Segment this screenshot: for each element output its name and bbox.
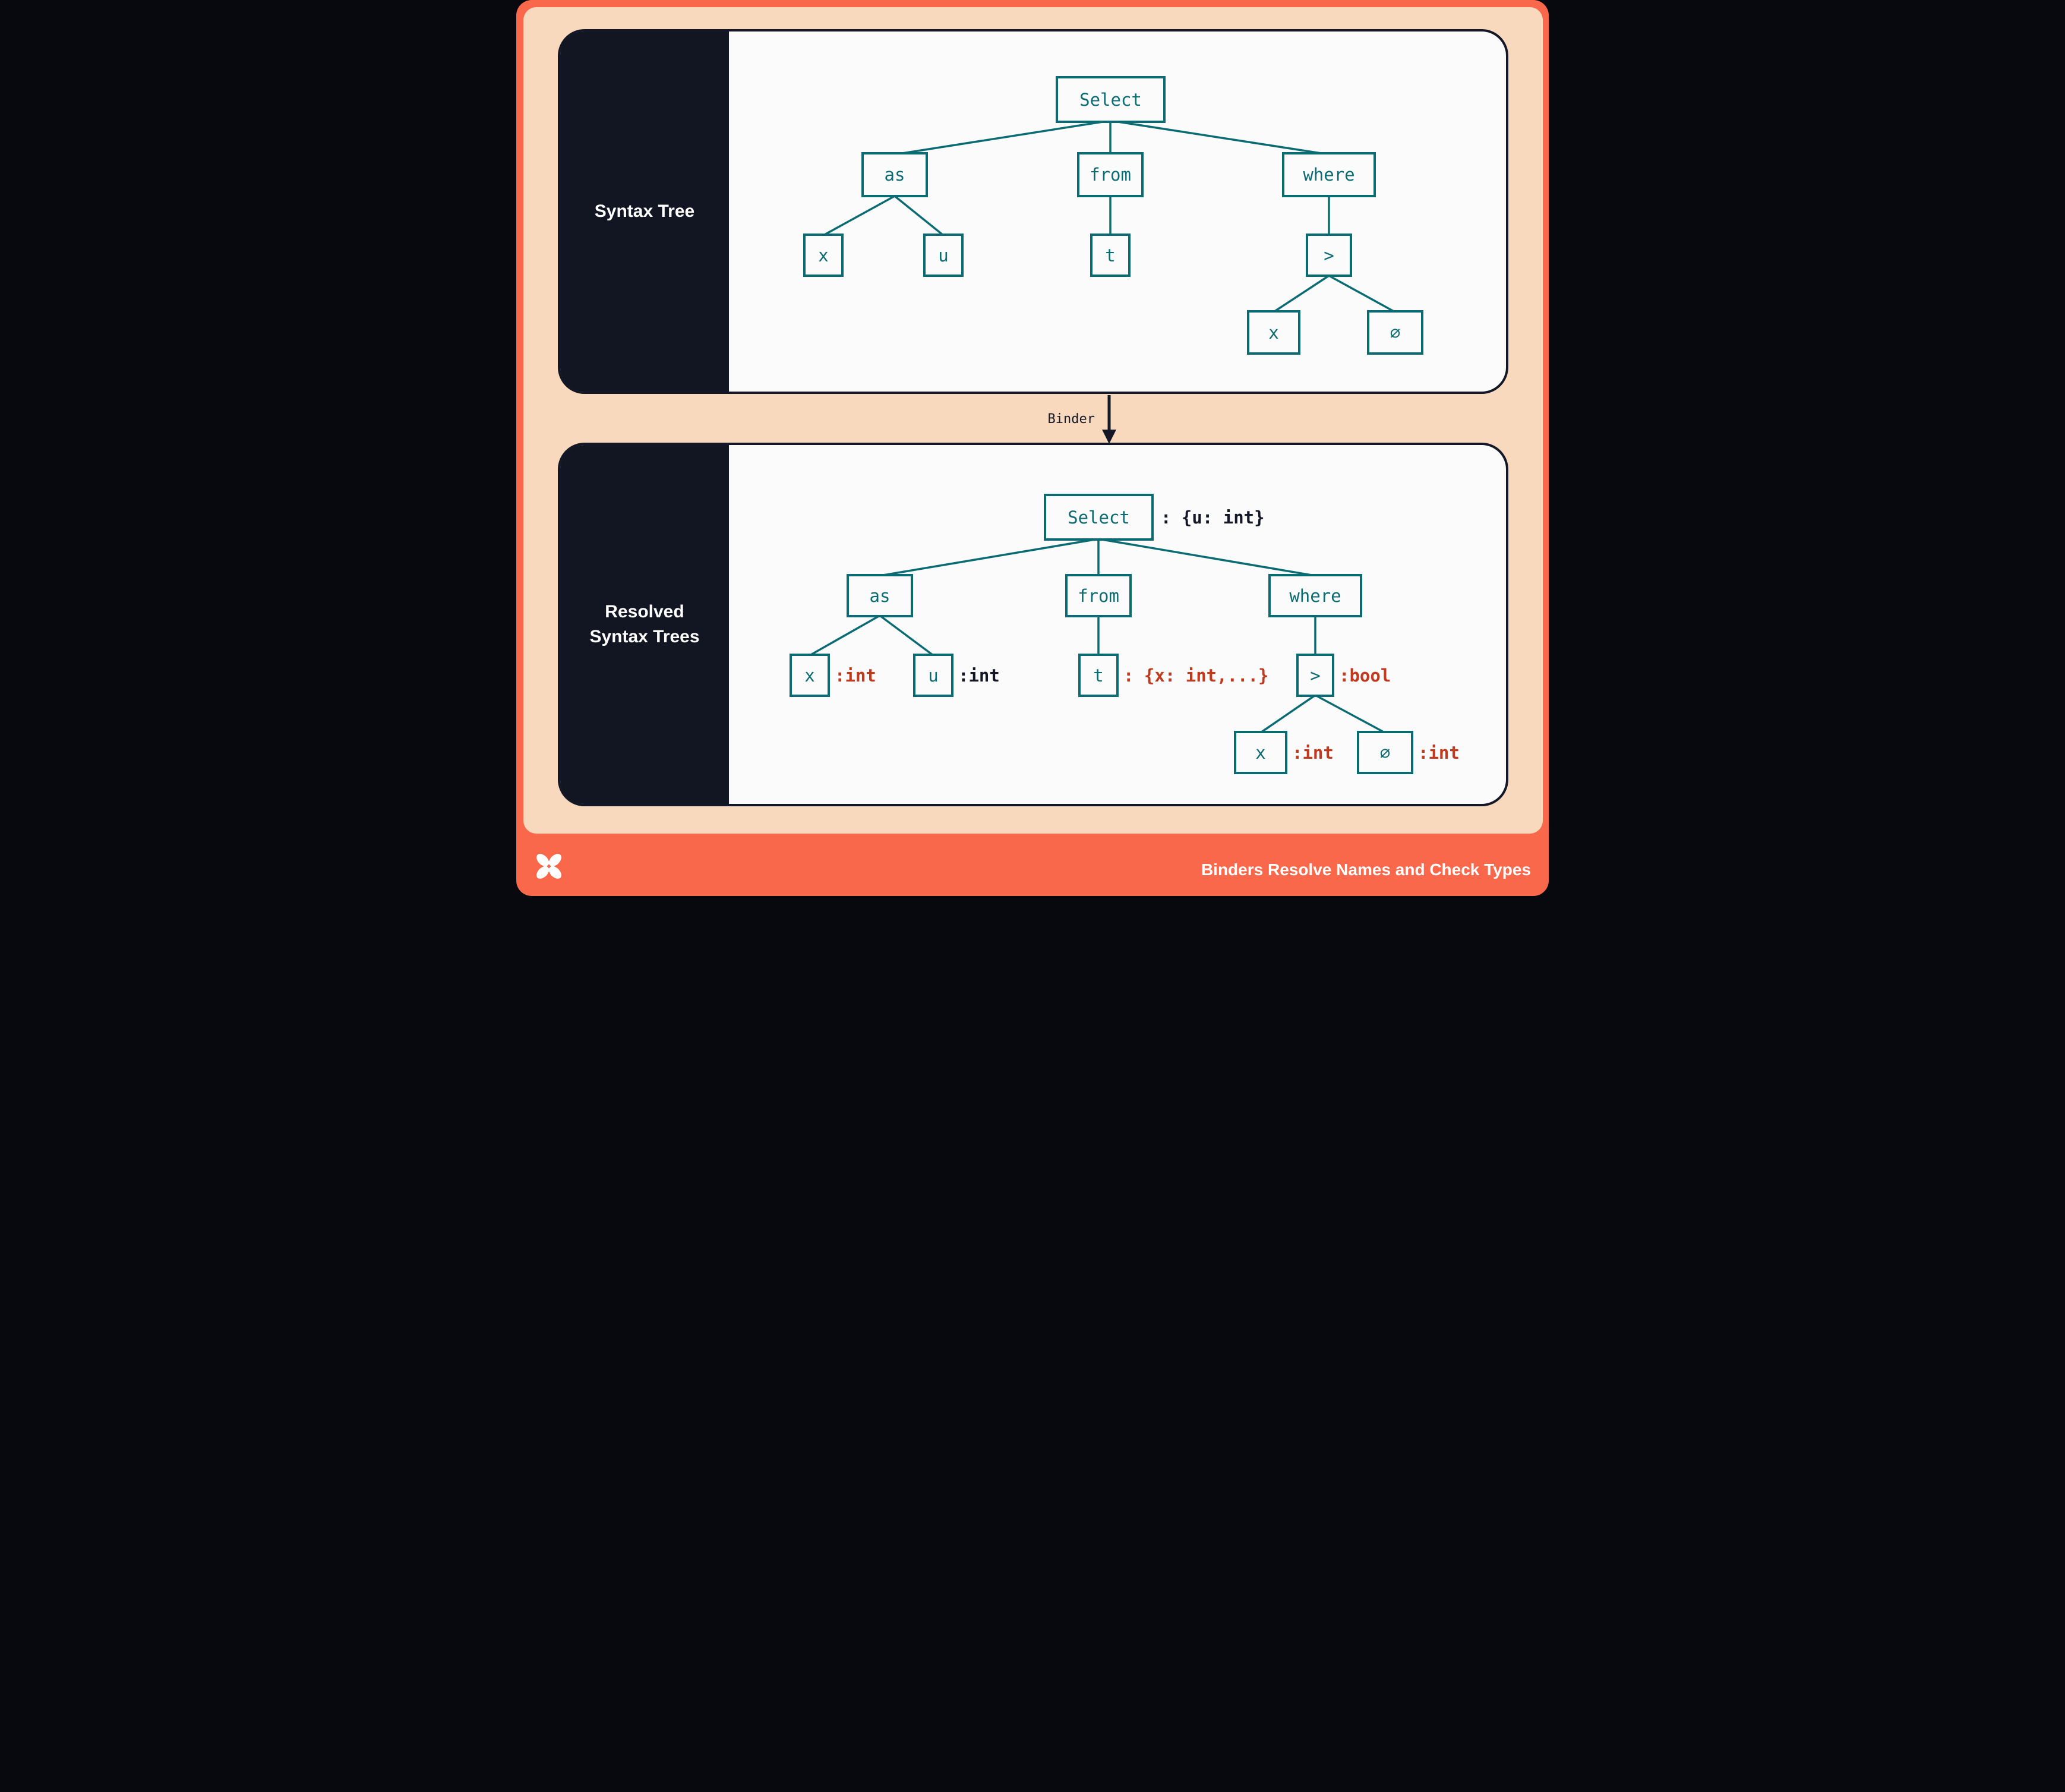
resolved-node-t: t: [1078, 654, 1119, 697]
ast-node-as: as: [861, 152, 928, 197]
ast-node-u: u: [923, 234, 964, 277]
type-annotation-u: :int: [958, 665, 1000, 686]
type-annotation-t: : {x: int,...}: [1123, 665, 1269, 686]
slide-canvas: Syntax Tree Resolved Syntax Trees: [516, 0, 1549, 896]
resolved-node-u: u: [913, 654, 953, 697]
resolved-node-select: Select: [1044, 494, 1154, 541]
type-annotation-gt: :bool: [1339, 665, 1391, 686]
syntax-tree-panel-title: Syntax Tree: [594, 201, 695, 221]
ast-node-gt: >: [1306, 234, 1352, 277]
type-annotation-zero-literal: :int: [1418, 742, 1460, 763]
ast-node-where: where: [1282, 152, 1376, 197]
resolved-panel-title-line2: Syntax Trees: [589, 627, 700, 646]
ast-node-t: t: [1090, 234, 1131, 277]
resolved-node-x: x: [790, 654, 830, 697]
resolved-node-zero-literal: ∅: [1357, 731, 1413, 774]
resolved-node-where: where: [1268, 574, 1362, 617]
type-annotation-x-operand: :int: [1292, 742, 1334, 763]
syntax-tree-panel: Syntax Tree: [558, 29, 1508, 394]
syntax-tree-sidebar: Syntax Tree: [560, 31, 729, 392]
resolved-node-as: as: [847, 574, 913, 617]
resolved-panel-title-line1: Resolved: [605, 602, 684, 621]
type-annotation-select: : {u: int}: [1161, 507, 1265, 528]
ast-node-zero-literal: ∅: [1367, 310, 1423, 355]
resolved-node-gt: >: [1296, 654, 1334, 697]
ast-node-x-operand: x: [1247, 310, 1300, 355]
resolved-node-x-operand: x: [1234, 731, 1287, 774]
resolved-node-from: from: [1065, 574, 1132, 617]
binder-step-label: Binder: [1047, 412, 1095, 427]
ast-node-select: Select: [1056, 76, 1166, 123]
slide-title: Binders Resolve Names and Check Types: [1201, 860, 1531, 879]
type-annotation-x: :int: [835, 665, 876, 686]
ast-node-from: from: [1077, 152, 1144, 197]
ast-node-x: x: [803, 234, 844, 277]
pinwheel-x-logo-icon: [536, 854, 561, 879]
resolved-syntax-trees-panel: Resolved Syntax Trees: [558, 443, 1508, 806]
resolved-syntax-trees-sidebar: Resolved Syntax Trees: [560, 445, 729, 804]
